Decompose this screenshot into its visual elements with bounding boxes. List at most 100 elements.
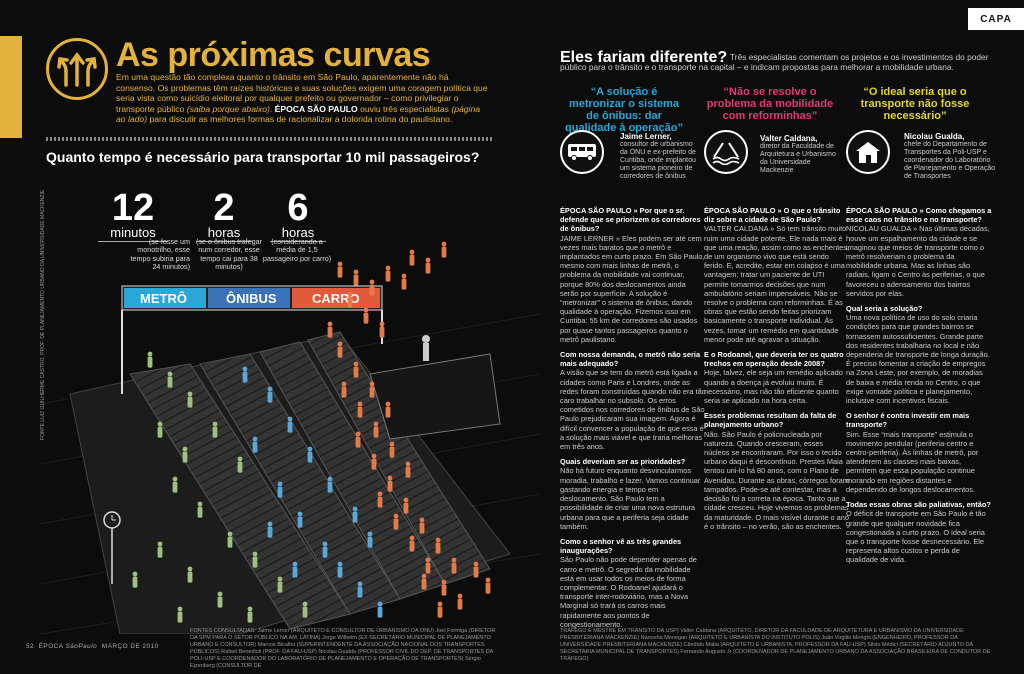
person-figure xyxy=(385,401,391,407)
person-figure xyxy=(409,535,415,541)
person-figure xyxy=(421,573,427,579)
person-figure-body xyxy=(287,421,293,433)
person-figure-body xyxy=(267,391,273,403)
person-figure xyxy=(385,265,391,271)
person-figure xyxy=(457,593,463,599)
person-figure-body xyxy=(212,426,218,438)
person-figure xyxy=(353,361,359,367)
expert-lerner: Jaime Lerner, consultor de urbanismo da … xyxy=(620,132,696,180)
person-figure-body xyxy=(421,578,427,590)
left-footnote: FONTES CONSULTADAS: Jaime Lerner (ARQUIT… xyxy=(190,628,496,669)
quote-gualda: “O ideal seria que o transporte não foss… xyxy=(860,86,970,122)
stat-metro: 12 minutos xyxy=(98,189,168,242)
person-figure xyxy=(441,579,447,585)
person-figure-body xyxy=(237,461,243,473)
person-figure xyxy=(419,517,425,523)
divider xyxy=(46,137,492,141)
person-figure xyxy=(389,441,395,447)
person-figure-body xyxy=(267,526,273,538)
stat-onibus: 2 horas xyxy=(196,189,252,242)
person-figure xyxy=(377,601,383,607)
person-figure-body xyxy=(177,611,183,623)
person-figure-body xyxy=(341,386,347,398)
stat-metro-note: (se fosse um monotrilho, esse tempo subi… xyxy=(130,237,190,272)
person-figure-body xyxy=(371,458,377,470)
person-figure xyxy=(172,476,178,482)
right-footnote: TRÁFEGO E MESTRE EM TRANSITO DA USP) Val… xyxy=(560,628,991,662)
person-figure xyxy=(252,551,258,557)
person-figure xyxy=(147,351,153,357)
person-figure-body xyxy=(473,566,479,578)
stat-carro: 6 horas xyxy=(270,189,326,242)
person-figure xyxy=(369,381,375,387)
person-figure xyxy=(355,431,361,437)
person-figure-body xyxy=(385,406,391,418)
right-intro: Três especialistas comentam os projetos … xyxy=(560,52,989,73)
person-figure-body xyxy=(457,598,463,610)
person-figure-body xyxy=(147,356,153,368)
person-figure xyxy=(252,436,258,442)
person-figure-body xyxy=(352,511,358,523)
person-figure-body xyxy=(353,366,359,378)
banner-carro: CARRO xyxy=(312,291,360,306)
person-figure-body xyxy=(377,496,383,508)
person-figure-body xyxy=(393,518,399,530)
person-figure-body xyxy=(389,446,395,458)
person-figure xyxy=(377,491,383,497)
source-credit: FONTE LUIZ GUILHERME CASTRO, PROF. DE PL… xyxy=(40,189,46,440)
person-figure xyxy=(307,446,313,452)
person-figure-body xyxy=(377,606,383,618)
column-gualda: ÉPOCA SÃO PAULO » Como chegamos a esse c… xyxy=(846,206,992,565)
person-figure xyxy=(337,561,343,567)
person-figure xyxy=(367,531,373,537)
person-figure xyxy=(227,531,233,537)
person-figure-body xyxy=(302,606,308,618)
person-figure xyxy=(237,456,243,462)
person-figure xyxy=(157,421,163,427)
section-tag: CAPA xyxy=(968,8,1024,30)
person-figure-body xyxy=(357,406,363,418)
person-figure-body xyxy=(172,481,178,493)
person-figure xyxy=(217,591,223,597)
person-figure xyxy=(485,577,491,583)
person-figure-body xyxy=(327,481,333,493)
person-figure-body xyxy=(379,326,385,338)
person-figure xyxy=(357,581,363,587)
person-figure-body xyxy=(307,451,313,463)
person-figure xyxy=(435,537,441,543)
person-figure-body xyxy=(353,274,359,286)
person-figure xyxy=(277,481,283,487)
directions-arrows-icon xyxy=(46,38,108,100)
person-figure-body xyxy=(441,246,447,258)
person-figure xyxy=(182,446,188,452)
person-figure xyxy=(363,307,369,313)
person-figure-body xyxy=(355,436,361,448)
person-figure-body xyxy=(337,346,343,358)
quote-lerner: “A solução é metronizar o sistema de ôni… xyxy=(565,86,683,134)
person-figure xyxy=(327,476,333,482)
person-figure-body xyxy=(227,536,233,548)
person-figure xyxy=(177,606,183,612)
person-figure-body xyxy=(425,562,431,574)
person-figure xyxy=(357,401,363,407)
page-footer-left: 52 ÉPOCA SãoPaulo MARÇO DE 2010 xyxy=(26,643,159,650)
person-figure-body xyxy=(347,296,353,308)
person-figure xyxy=(132,571,138,577)
person-figure-body xyxy=(252,441,258,453)
person-figure xyxy=(405,461,411,467)
person-figure xyxy=(401,273,407,279)
person-figure-body xyxy=(327,326,333,338)
person-figure-body xyxy=(419,522,425,534)
person-figure xyxy=(347,291,353,297)
person-figure-body xyxy=(157,426,163,438)
person-figure-body xyxy=(297,516,303,528)
person-figure-body xyxy=(322,546,328,558)
person-figure xyxy=(292,561,298,567)
person-figure xyxy=(327,321,333,327)
person-figure xyxy=(451,557,457,563)
person-figure-body xyxy=(132,576,138,588)
person-figure xyxy=(473,561,479,567)
person-figure xyxy=(425,257,431,263)
person-figure-body xyxy=(369,386,375,398)
infographic-question: Quanto tempo é necessário para transport… xyxy=(46,149,480,165)
